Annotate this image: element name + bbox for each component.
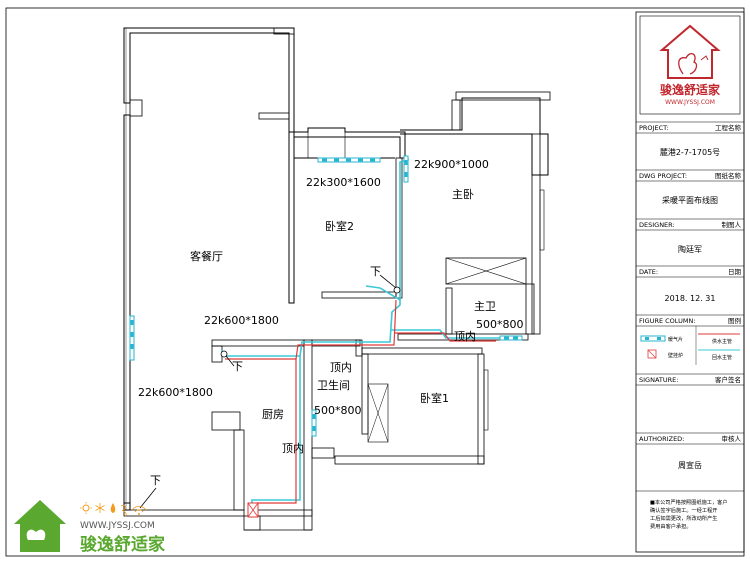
logo-url: WWW.JYSSJ.COM bbox=[665, 99, 715, 106]
tb-signature-label: SIGNATURE: bbox=[639, 376, 678, 384]
tb-note-line-4: 费用由客户承担。 bbox=[650, 522, 692, 530]
tb-authorized-value: 周宣岳 bbox=[678, 460, 702, 470]
tb-figure-label: FIGURE COLUMN: bbox=[639, 317, 696, 325]
logo-brand: 骏逸舒适家 bbox=[660, 82, 721, 97]
label-rad-living-lower: 22k600*1800 bbox=[138, 386, 213, 399]
label-down-living: 下 bbox=[150, 474, 161, 487]
tb-project-value: 麓港2-7-1705号 bbox=[660, 147, 720, 157]
tb-note-line-3: 工后如需更改，所改动所产生 bbox=[650, 514, 717, 522]
label-rad-bedroom2: 22k300*1600 bbox=[306, 176, 381, 189]
tb-project-name-label: 工程名称 bbox=[715, 123, 742, 132]
legend-label-return: 回水主管 bbox=[712, 354, 732, 361]
room-bedroom1: 卧室1 bbox=[420, 391, 449, 405]
room-bathroom: 卫生间 bbox=[317, 378, 350, 392]
wall-boiler-icon bbox=[247, 502, 259, 518]
room-bedroom2: 卧室2 bbox=[325, 219, 354, 233]
legend-label-boiler: 壁挂炉 bbox=[668, 352, 683, 359]
footer-wind-icon bbox=[120, 505, 127, 517]
logo-house-icon bbox=[659, 24, 721, 79]
tb-designer-value: 陶廷军 bbox=[678, 244, 702, 254]
tb-signature-name-label: 客户签名 bbox=[715, 375, 741, 384]
tb-figure-name-label: 图例 bbox=[728, 316, 741, 325]
legend-label-radiator: 暖气片 bbox=[668, 336, 683, 343]
room-master-bedroom: 主卧 bbox=[452, 188, 474, 201]
label-ceiling-bath: 顶内 bbox=[330, 360, 352, 374]
label-rad-living-upper: 22k600*1800 bbox=[204, 314, 279, 327]
footer-sun-icon bbox=[80, 502, 92, 514]
footer-url: WWW.JYSSJ.COM bbox=[80, 521, 155, 531]
radiator-master-bath bbox=[499, 335, 523, 341]
tb-note-line-2: 确认签字后施工。一经工程开 bbox=[650, 506, 717, 514]
tb-designer-name-label: 制图人 bbox=[722, 220, 742, 229]
tb-authorized-label: AUTHORIZED: bbox=[639, 435, 684, 443]
label-ceiling-master-bath: 顶内 bbox=[454, 329, 476, 343]
footer-snowflake-icon bbox=[95, 503, 105, 513]
footer-logo: WWW.JYSSJ.COM 骏逸舒适家 bbox=[14, 500, 165, 555]
radiator-master bbox=[403, 155, 409, 183]
riser-marker-living bbox=[139, 487, 157, 509]
legend-radiator: 暖气片 bbox=[640, 335, 683, 343]
radiator-bedroom2 bbox=[317, 157, 381, 163]
title-block: 骏逸舒适家 WWW.JYSSJ.COM PROJECT: 工程名称 麓港2-7-… bbox=[635, 11, 745, 553]
drawing-border bbox=[5, 7, 745, 557]
tb-designer-label: DESIGNER: bbox=[639, 221, 675, 229]
footer-water-drop-icon bbox=[110, 503, 116, 513]
legend-supply: 供水主管 bbox=[698, 333, 740, 345]
legend-label-supply: 供水主管 bbox=[712, 338, 732, 345]
tb-dwg-value: 采暖平面布线图 bbox=[662, 195, 718, 205]
label-rad-master: 22k900*1000 bbox=[414, 158, 489, 171]
tb-date-label: DATE: bbox=[639, 268, 658, 276]
label-down-kitchen: 下 bbox=[232, 360, 243, 373]
label-ceiling-kitchen: 顶内 bbox=[282, 441, 304, 455]
label-down-bedroom2: 下 bbox=[370, 265, 381, 278]
room-kitchen: 厨房 bbox=[262, 408, 284, 421]
room-living-dining: 客餐厅 bbox=[190, 249, 223, 263]
room-master-bath: 主卫 bbox=[474, 300, 496, 313]
tb-project-label: PROJECT: bbox=[639, 124, 669, 132]
tb-authorized-name-label: 审核人 bbox=[722, 434, 742, 443]
footer-brand: 骏逸舒适家 bbox=[80, 534, 165, 555]
walls bbox=[123, 27, 551, 531]
footer-wifi-icon bbox=[131, 505, 147, 515]
label-rad-master-bath: 500*800 bbox=[476, 318, 524, 331]
legend-boiler: 壁挂炉 bbox=[647, 349, 683, 359]
riser-marker-bedroom2 bbox=[379, 274, 401, 294]
tb-date-value: 2018. 12. 31 bbox=[665, 294, 716, 303]
tb-note-line-1: ■本公司严格按照图纸施工，客户 bbox=[650, 498, 728, 506]
tb-dwg-label: DWG PROJECT: bbox=[639, 172, 687, 180]
radiator-bath bbox=[311, 409, 317, 437]
riser-marker-kitchen bbox=[220, 350, 235, 367]
label-rad-bath: 500*800 bbox=[314, 404, 362, 417]
tb-date-name-label: 日期 bbox=[728, 268, 742, 276]
tb-dwg-name-label: 图纸名称 bbox=[715, 171, 742, 180]
legend-return: 回水主管 bbox=[698, 349, 740, 361]
radiator-living bbox=[129, 315, 135, 361]
